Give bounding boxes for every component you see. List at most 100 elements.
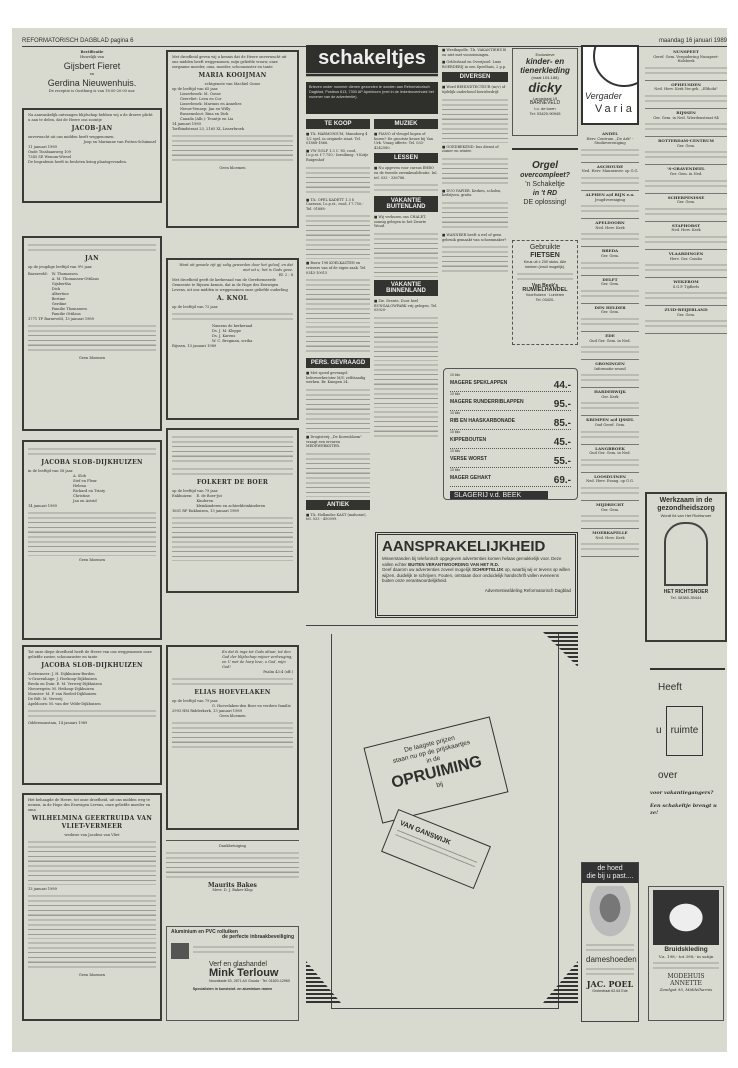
listing-place: MIJDRECHT bbox=[596, 502, 624, 508]
text-lines bbox=[645, 319, 727, 330]
bible-quote: Want uit genade zijt gij zalig geworden … bbox=[179, 263, 293, 272]
family-member: A. M. Thomassen-Ottilaus bbox=[51, 277, 99, 281]
listing-organisation: Oud Geref. Gem. bbox=[594, 423, 626, 428]
listing-place: HARDERWIJK bbox=[594, 389, 626, 395]
weight-label: 10 kilo bbox=[450, 468, 461, 472]
notice-jan: JAN op de jeugdige leeftijd van 9½ jaar.… bbox=[22, 236, 162, 431]
text-lines bbox=[581, 401, 639, 412]
deceased-name: ELIAS HOEVELAKEN bbox=[194, 689, 271, 696]
listing-place: ASCHOUDE bbox=[596, 163, 624, 169]
brand-name: HET RICHTSNOER bbox=[663, 589, 709, 595]
product-name: KIPPEBOUTEN bbox=[450, 437, 487, 443]
listing-place: WEKEROM bbox=[673, 279, 699, 285]
notice-a-knol: Want uit genade zijt gij zalig geworden … bbox=[166, 258, 299, 420]
product-name: MAGERE RUNDERRIBLAPPEN bbox=[450, 399, 524, 405]
text-lines bbox=[581, 204, 639, 215]
classified-ad: ■ PIANO of vleugel kopen of huren? De gr… bbox=[374, 132, 433, 150]
notice-date: 14 januari 1989 bbox=[28, 504, 57, 508]
family-member: E. de Boer-Jut bbox=[196, 494, 222, 498]
text-lines bbox=[28, 894, 156, 939]
bride-name: Gerdina Nieuwenhuis. bbox=[47, 78, 137, 88]
family-member: Dick bbox=[51, 287, 60, 291]
brand-phone: Tel. 03420- bbox=[535, 297, 555, 302]
text-lines bbox=[581, 345, 639, 356]
deceased-name: FOLKERT DE BOER bbox=[196, 479, 269, 486]
text-lines bbox=[645, 65, 727, 76]
notice-date: 1601 RP Enkhuizen, 13 januari 1989 bbox=[172, 509, 239, 513]
notice-text: Misverstanden bij telefonisch opgegeven … bbox=[382, 556, 562, 567]
ad-dicky-kinderkleding: Exclusieve kinder- en tienerkleding (maa… bbox=[512, 48, 578, 136]
section-header-te-koop: TE KOOP bbox=[306, 119, 370, 129]
bible-reference: Psalm 43:4 (oﬀ.) bbox=[263, 670, 293, 674]
listing-place: EDE bbox=[605, 332, 615, 338]
listing-place: ALPHEN a/d RIJN e.o. bbox=[585, 191, 635, 197]
family-member: Stef en Fleur bbox=[73, 479, 97, 483]
product-image bbox=[171, 943, 189, 959]
ad-text: ruimte bbox=[665, 706, 704, 756]
notice-title: AANSPRAKELIJKHEID bbox=[382, 538, 546, 555]
notice-text: onverwacht uit ons midden heeft weggenom… bbox=[28, 135, 115, 139]
section-header-antiek: ANTIEK bbox=[306, 499, 370, 510]
section-header-lessen: LESSEN bbox=[374, 153, 438, 164]
window-illustration bbox=[664, 522, 708, 586]
deceased-name: JACOBA SLOB-DIJKHUIZEN bbox=[41, 459, 143, 466]
text-lines bbox=[581, 486, 639, 497]
brand-tagline: dameshoeden bbox=[586, 955, 637, 964]
ad-text: over bbox=[658, 770, 678, 781]
notice-intro: Het behaagde de Heere, tot onze droefhei… bbox=[28, 798, 151, 812]
weight-label: 10 kilo bbox=[450, 411, 461, 415]
brand-address: Zandgat 95, Middelharnis bbox=[659, 987, 713, 992]
listing-organisation: Ger. Gem. in Ned. Wierdenstraat 84 bbox=[653, 115, 719, 120]
vergader-varia-logo: Vergader Varia bbox=[581, 45, 639, 125]
text-lines bbox=[172, 435, 293, 465]
deceased-name: JACOBA SLOB-DIJKHUIZEN bbox=[41, 662, 143, 669]
text-lines bbox=[166, 851, 299, 881]
product-name: RIB EN HAASKARBONADE bbox=[450, 418, 516, 424]
ad-text: Exclusieve bbox=[535, 52, 555, 57]
ad-text: DE oplossing! bbox=[523, 199, 567, 206]
listing-organisation: Ned. Herv. Mannenver. op G.G. bbox=[581, 169, 639, 174]
ad-headline: Werkzaam in de gezondheidszorg bbox=[657, 497, 715, 512]
notice-intro: Na aanvankelijk ontvangen blijdschap heb… bbox=[28, 113, 153, 122]
listing-organisation: Ger. Gem. bbox=[676, 200, 696, 205]
ad-text: t.o. de toren bbox=[534, 106, 556, 111]
masthead: REFORMATORISCH DAGBLAD pagina 6 bbox=[22, 38, 134, 44]
section-header-vakantie-buitenland: VAKANTIE BUITENLAND bbox=[374, 196, 438, 213]
listing-organisation: Ger. Gem. bbox=[676, 312, 696, 317]
bridal-photo bbox=[653, 890, 719, 945]
ad-mink-terlouw: Aluminium en PVC rolluiken de perfecte i… bbox=[166, 926, 299, 1021]
listing-place: VLAARDINGEN bbox=[668, 250, 704, 256]
notice-folkert-de-boer: FOLKERT DE BOER op de leeftijd van 79 ja… bbox=[166, 428, 299, 593]
section-header-diversen: DIVERSEN bbox=[442, 72, 508, 83]
classified-ad: ■ Zie. Drente. Door heel BUNGALOWPARK vr… bbox=[374, 298, 438, 313]
ad-orgel: Orgel overcompleet? 'n Schakeltje in 't … bbox=[512, 148, 578, 233]
product-name: VERSE WORST bbox=[450, 456, 487, 462]
text-lines bbox=[172, 516, 293, 561]
family-member: Bertine bbox=[51, 297, 66, 301]
family-member: A. Slob bbox=[73, 474, 86, 478]
text-lines bbox=[374, 183, 438, 194]
notice-intro: Tot onze diepe droefheid heeft de Heere … bbox=[28, 650, 152, 659]
brand-logo: dicky bbox=[528, 80, 562, 95]
section-header-pers-gevraagd: PERS. GEVRAAGD bbox=[306, 358, 370, 369]
family-member: Familie Thomassen bbox=[51, 307, 87, 311]
notice-jacoba-slob-2: Tot onze diepe droefheid heeft de Heere … bbox=[22, 645, 162, 785]
text-lines bbox=[306, 214, 370, 260]
brand-name: MODEHUIS bbox=[667, 973, 705, 980]
listing-place: RIJSSEN bbox=[676, 109, 696, 115]
notice-text: Geef daarom uw advertenties zoveel mogel… bbox=[382, 567, 471, 573]
listing-place: 'S-GRAVENDEEL bbox=[667, 166, 705, 172]
signature: Joop en Marianne van Putten-Schimmel bbox=[83, 140, 156, 144]
notice-intro: Met droefheid geven wij u kennis dat de … bbox=[172, 55, 287, 69]
product-price: 69.- bbox=[553, 475, 571, 486]
